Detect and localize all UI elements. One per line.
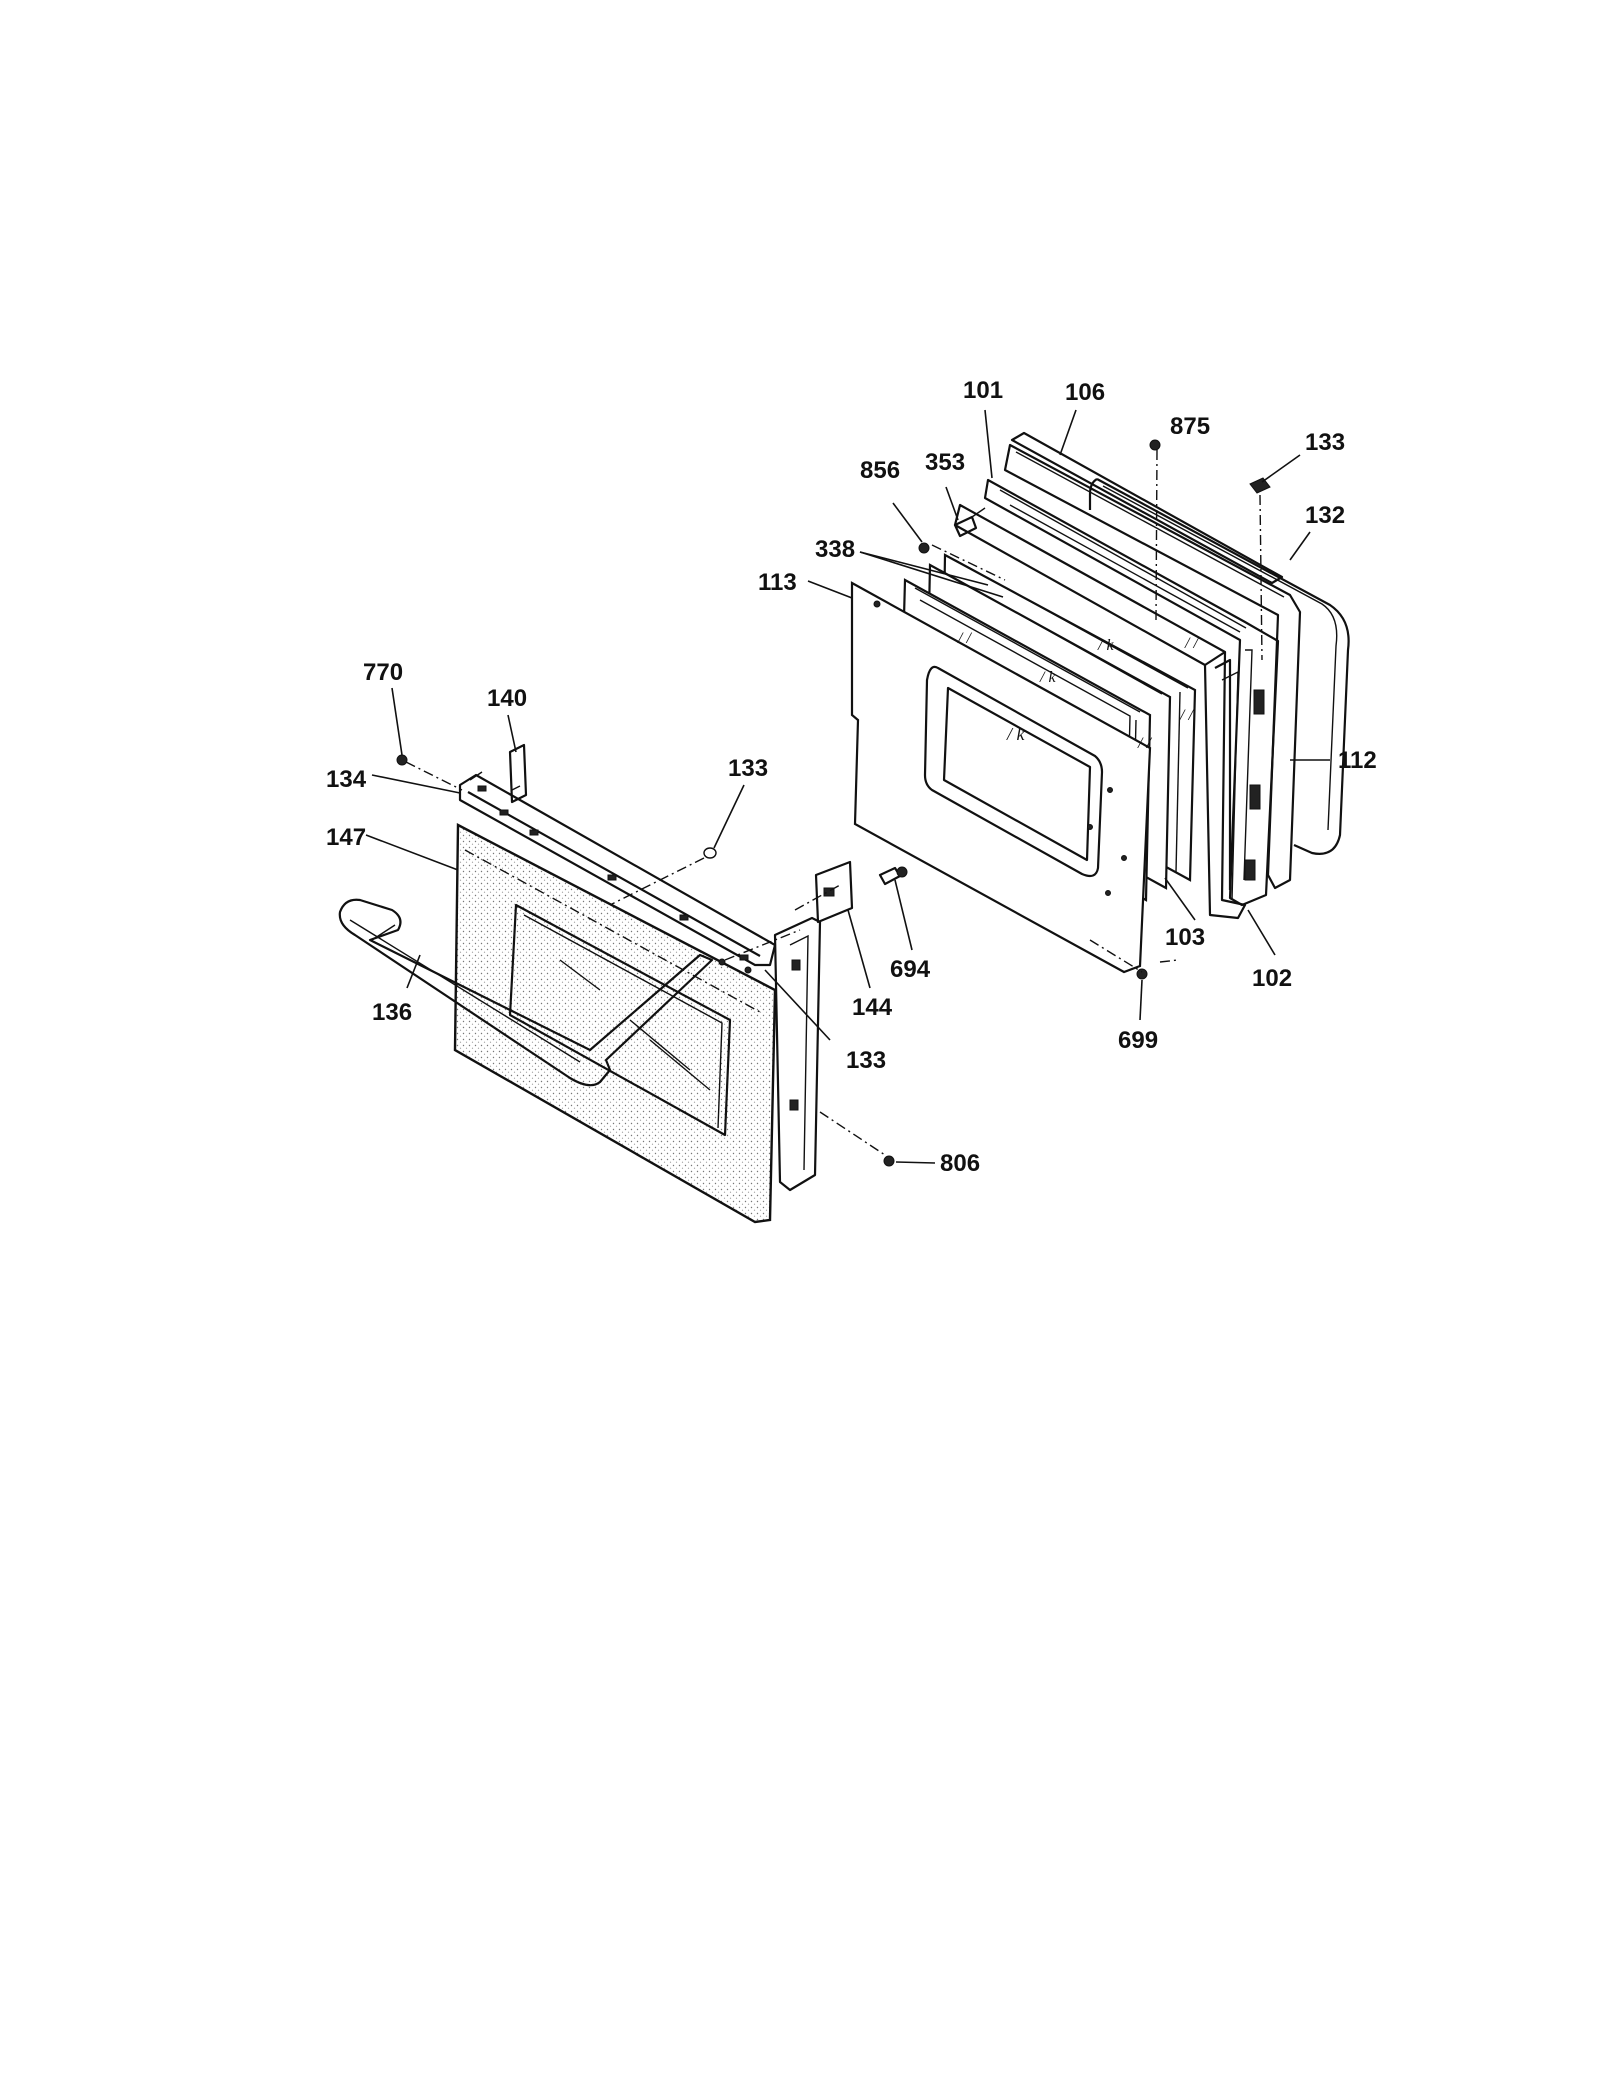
door-handle-136 xyxy=(338,898,714,1087)
hinge-channel-144 xyxy=(773,860,886,1192)
label-133-top: 133 xyxy=(1305,429,1345,456)
side-frame-102 xyxy=(953,503,1247,920)
label-353: 353 xyxy=(925,449,965,476)
top-trim-134 xyxy=(458,771,777,967)
screw-694 xyxy=(878,866,908,886)
svg-text:/ /: / / xyxy=(1179,707,1194,724)
label-144: 144 xyxy=(852,994,893,1021)
label-134: 134 xyxy=(326,766,367,793)
screw-806 xyxy=(883,1155,895,1167)
label-102: 102 xyxy=(1252,965,1292,992)
label-875: 875 xyxy=(1170,413,1210,440)
label-133-left: 133 xyxy=(728,755,768,782)
label-338: 338 xyxy=(815,536,855,563)
label-101: 101 xyxy=(963,377,1003,404)
svg-text:/ /: / / xyxy=(1184,635,1199,652)
top-trim-106 xyxy=(1010,431,1284,585)
svg-text:/ k: / k xyxy=(1097,637,1114,654)
label-113: 113 xyxy=(758,569,797,596)
bracket-140 xyxy=(508,743,528,804)
part-labels: 101 106 875 133 856 353 132 338 113 112 … xyxy=(326,377,1377,1177)
label-103: 103 xyxy=(1165,924,1205,951)
svg-text:/ /: / / xyxy=(1137,735,1152,752)
svg-text:/ k: / k xyxy=(1006,724,1026,744)
screw-856 xyxy=(918,542,930,554)
label-147: 147 xyxy=(326,824,366,851)
clip-133-top xyxy=(1249,477,1271,661)
clip-133-left xyxy=(609,847,717,906)
label-133-mid: 133 xyxy=(846,1047,886,1074)
label-694: 694 xyxy=(890,956,931,983)
screw-770 xyxy=(396,754,463,791)
svg-text:/ /: / / xyxy=(957,630,972,647)
inner-panel-113: / k / k / / / / / / / k / / xyxy=(850,581,1199,974)
door-gasket-112 xyxy=(1088,478,1350,855)
label-132: 132 xyxy=(1305,502,1345,529)
screw-875 xyxy=(1149,439,1161,621)
label-770: 770 xyxy=(363,659,403,686)
leader-lines xyxy=(365,409,1330,1164)
label-140: 140 xyxy=(487,685,527,712)
label-806: 806 xyxy=(940,1150,980,1177)
screw-699 xyxy=(1089,939,1148,980)
svg-text:/ k: / k xyxy=(1039,669,1056,686)
label-112: 112 xyxy=(1338,747,1377,774)
label-106: 106 xyxy=(1065,379,1105,406)
hinge-pin-353 xyxy=(953,507,986,538)
label-856: 856 xyxy=(860,457,900,484)
outer-door-147 xyxy=(453,823,777,1224)
label-699: 699 xyxy=(1118,1027,1158,1054)
label-136: 136 xyxy=(372,999,412,1026)
rear-panel-132 xyxy=(1003,443,1302,890)
